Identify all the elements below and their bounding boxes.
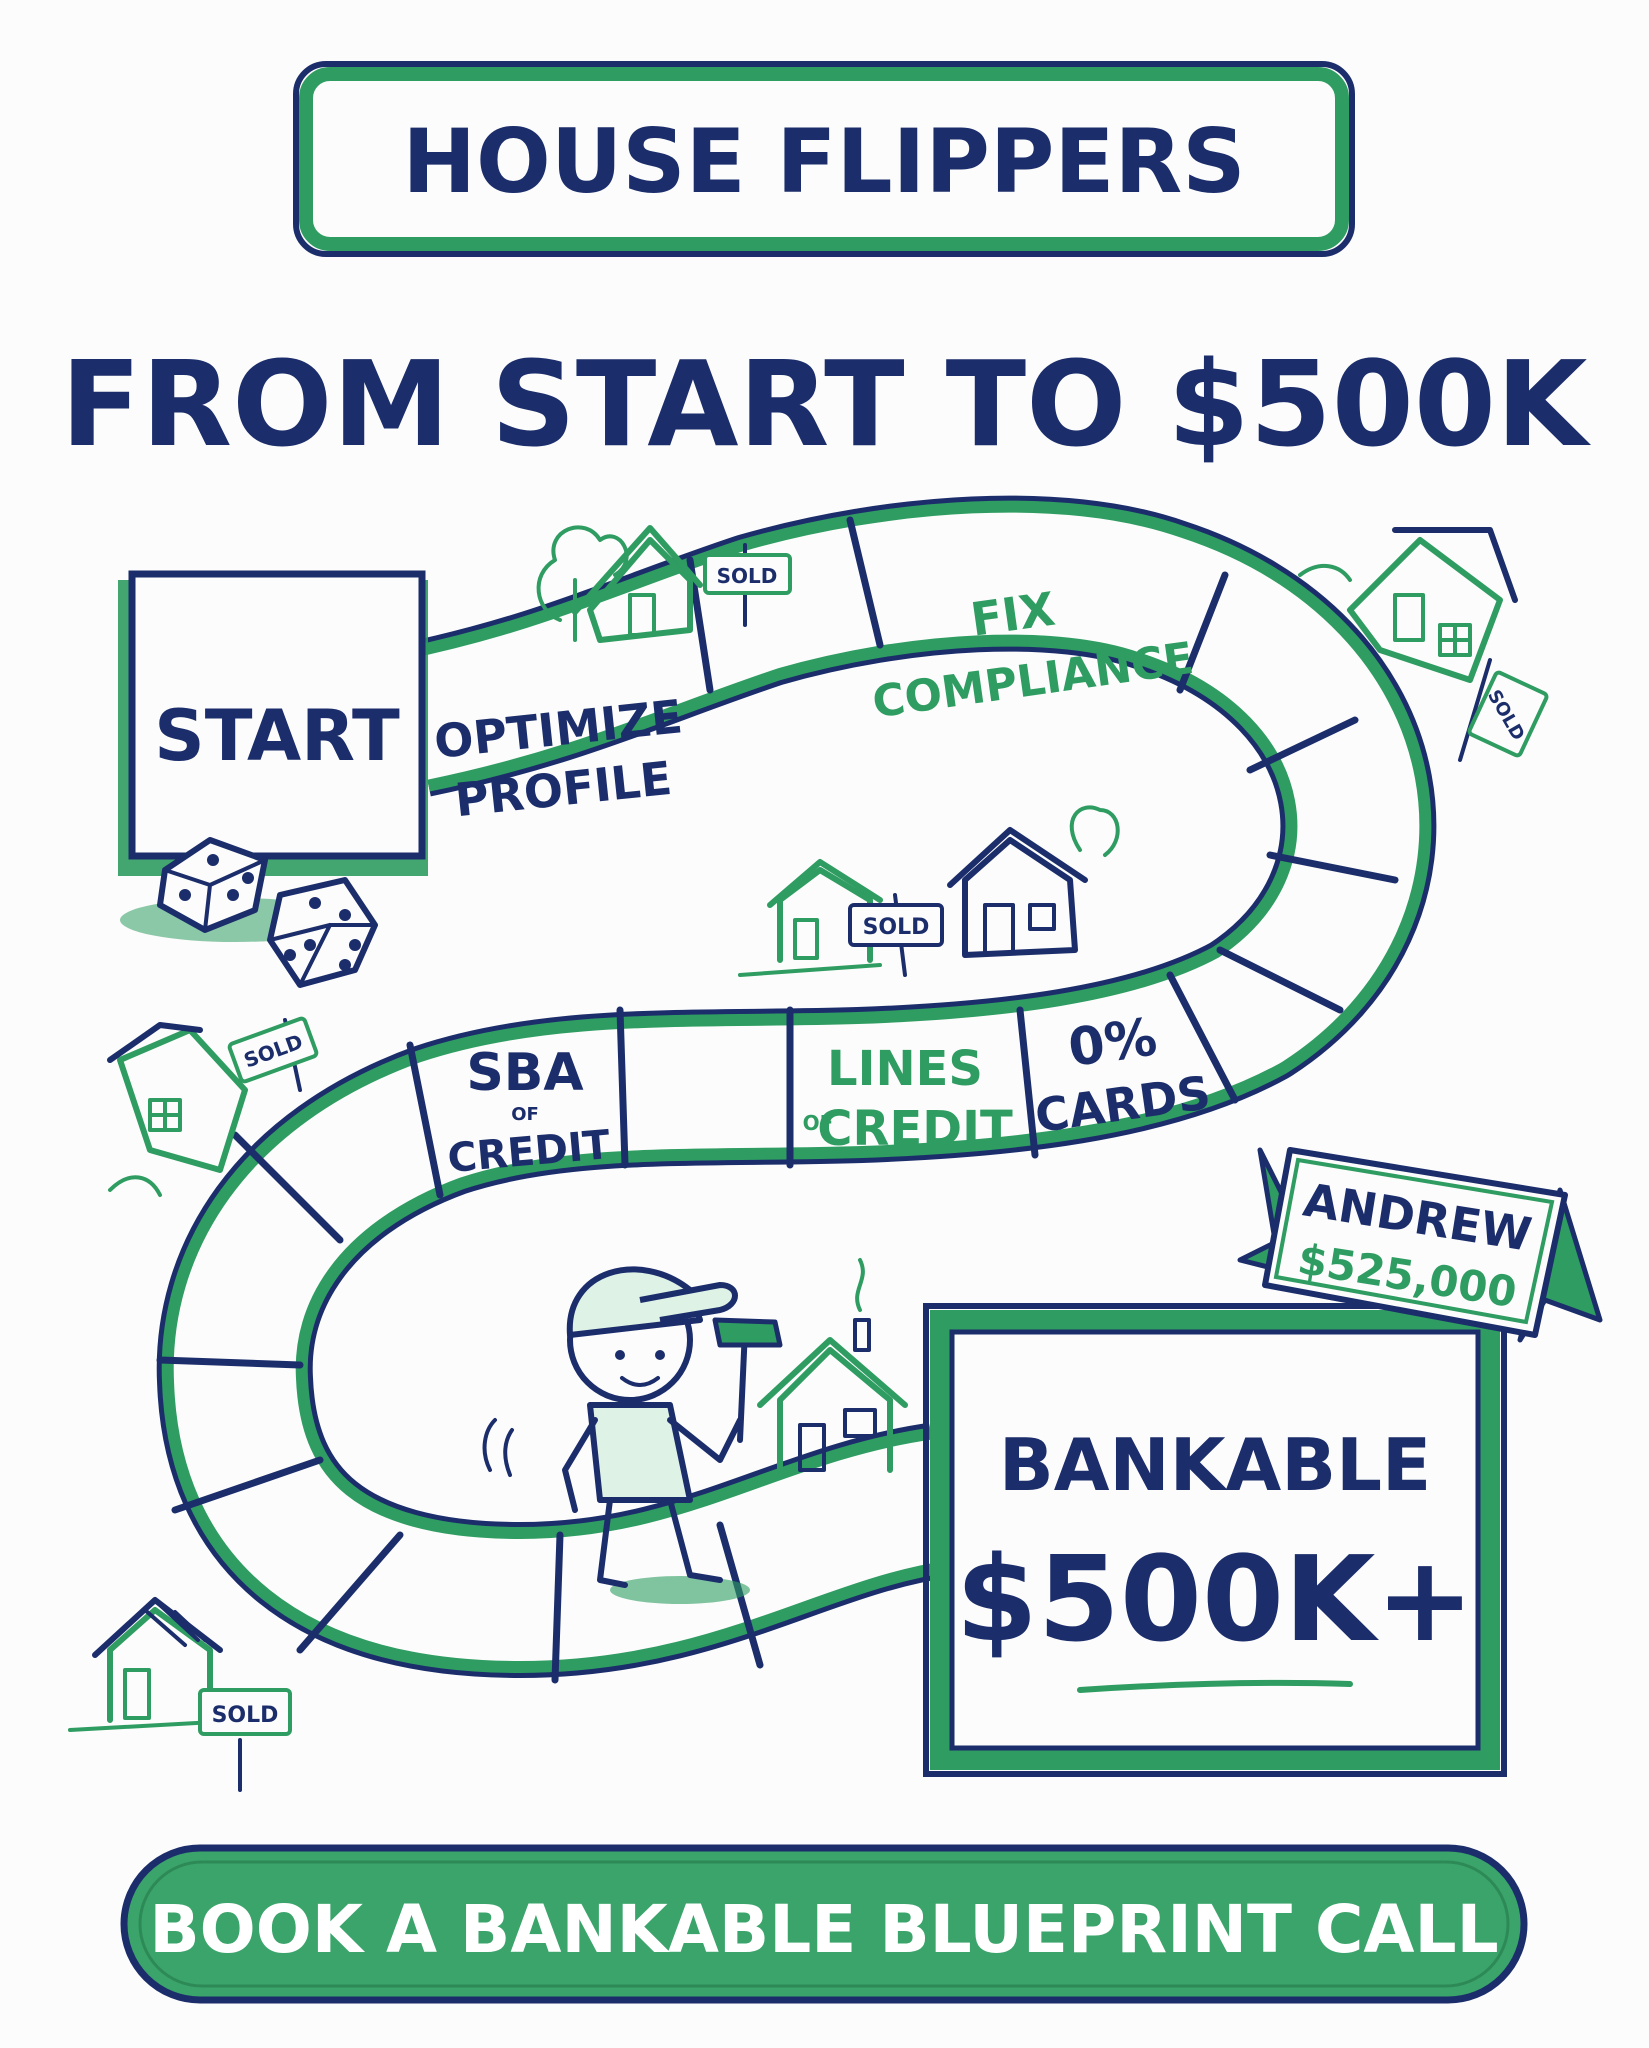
svg-text:SOLD: SOLD [717, 564, 778, 588]
track-divider [171, 1456, 324, 1514]
track-divider [1266, 851, 1399, 884]
tree-icon [536, 525, 629, 642]
page-title: HOUSE FLIPPERS [402, 110, 1245, 213]
game-track [156, 495, 1437, 1684]
page-subtitle: FROM START TO $500K [61, 335, 1592, 473]
dice-icon [120, 837, 378, 988]
step-optimize-profile: OPTIMIZE PROFILE [432, 689, 685, 827]
cta-label: BOOK A BANKABLE BLUEPRINT CALL [149, 1891, 1498, 1968]
track-divider [1176, 571, 1229, 694]
sold-sign-icon: SOLD [848, 893, 944, 977]
track-divider [296, 1531, 404, 1654]
sold-sign-icon: SOLD [227, 1016, 319, 1092]
start-space: START [118, 570, 428, 876]
house-icon [107, 1022, 248, 1197]
sold-sign-icon: SOLD [198, 1688, 292, 1792]
title-box: HOUSE FLIPPERS [293, 61, 1355, 257]
house-icon [947, 805, 1120, 958]
track-divider [846, 516, 884, 649]
cta-button[interactable]: BOOK A BANKABLE BLUEPRINT CALL [120, 1844, 1528, 2004]
track-divider [231, 1131, 344, 1244]
svg-text:LINES: LINES [827, 1041, 983, 1097]
hammer-icon [712, 1317, 783, 1443]
start-label: START [154, 695, 400, 777]
finish-line1: BANKABLE [999, 1423, 1431, 1507]
house-icon [757, 1258, 908, 1473]
svg-text:SOLD: SOLD [212, 1703, 279, 1728]
track-divider [616, 1006, 629, 1169]
sold-sign-icon: SOLD [703, 543, 792, 627]
svg-text:SBA: SBA [466, 1043, 583, 1103]
track-divider [1216, 946, 1344, 1014]
svg-text:0%: 0% [1065, 1007, 1161, 1079]
svg-text:FIX: FIX [967, 582, 1058, 647]
track-divider [156, 1356, 304, 1369]
track-divider [1166, 971, 1239, 1104]
svg-text:OF: OF [511, 1104, 539, 1125]
finish-line2: $500K+ [956, 1530, 1475, 1668]
track-divider [406, 1041, 444, 1199]
svg-text:SOLD: SOLD [863, 915, 930, 940]
track-divider [1246, 716, 1359, 774]
svg-text:OF: OF [803, 1111, 834, 1135]
finish-space: BANKABLE $500K+ [923, 1303, 1507, 1777]
step-lines-of-credit: LINES OF CREDIT [803, 1041, 1013, 1157]
house-icon [1298, 527, 1518, 683]
sold-sign-icon: SOLD [1458, 658, 1549, 762]
flipper-character-icon [482, 1266, 783, 1604]
svg-text:CREDIT: CREDIT [817, 1101, 1013, 1157]
track-divider [1016, 1006, 1039, 1159]
house-icon [572, 525, 703, 643]
track-divider [551, 1531, 564, 1684]
